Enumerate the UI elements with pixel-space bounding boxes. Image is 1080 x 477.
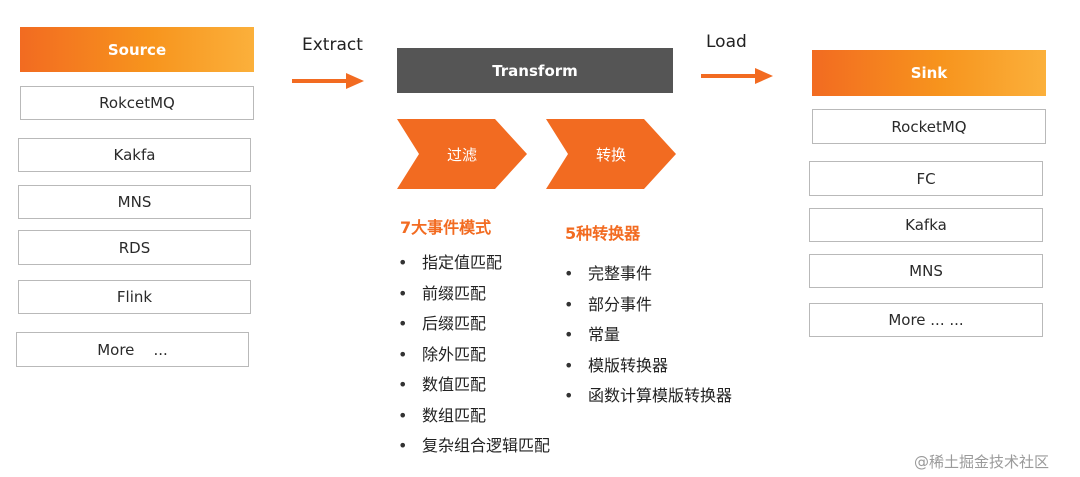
sink-item-more: More ... ... [809,303,1043,337]
filters-heading: 7大事件模式 [400,218,492,237]
list-item: 函数计算模版转换器 [562,385,732,416]
source-item-more: More ... [16,332,249,367]
list-item: 部分事件 [562,294,732,325]
list-item: 除外匹配 [396,344,550,375]
sink-header: Sink [812,50,1046,96]
extract-arrow-icon [292,73,364,89]
list-item: 后缀匹配 [396,313,550,344]
filter-step-label: 过滤 [446,145,477,164]
list-item: 数值匹配 [396,374,550,405]
source-item-rds: RDS [18,230,251,265]
source-item-kafka: Kakfa [18,138,251,172]
source-item-mns: MNS [18,185,251,219]
sink-item-kafka: Kafka [809,208,1043,242]
transform-header: Transform [397,48,673,93]
list-item: 复杂组合逻辑匹配 [396,435,550,466]
convert-step-chevron [546,119,676,189]
list-item: 指定值匹配 [396,252,550,283]
converters-heading: 5种转换器 [565,224,641,243]
filters-list: 指定值匹配 前缀匹配 后缀匹配 除外匹配 数值匹配 数组匹配 复杂组合逻辑匹配 [396,252,550,466]
list-item: 数组匹配 [396,405,550,436]
sink-item-fc: FC [809,161,1043,196]
list-item: 模版转换器 [562,355,732,386]
sink-item-rocketmq: RocketMQ [812,109,1046,144]
watermark: @稀土掘金技术社区 [914,453,1050,471]
source-item-rocketmq: RokcetMQ [20,86,254,120]
source-header: Source [20,27,254,72]
filter-step-chevron [397,119,527,189]
converters-list: 完整事件 部分事件 常量 模版转换器 函数计算模版转换器 [562,263,732,416]
sink-item-mns: MNS [809,254,1043,288]
list-item: 常量 [562,324,732,355]
list-item: 完整事件 [562,263,732,294]
load-label: Load [706,32,747,52]
extract-label: Extract [302,35,363,55]
convert-step-label: 转换 [595,145,626,164]
load-arrow-icon [701,68,773,84]
list-item: 前缀匹配 [396,283,550,314]
source-item-flink: Flink [18,280,251,314]
